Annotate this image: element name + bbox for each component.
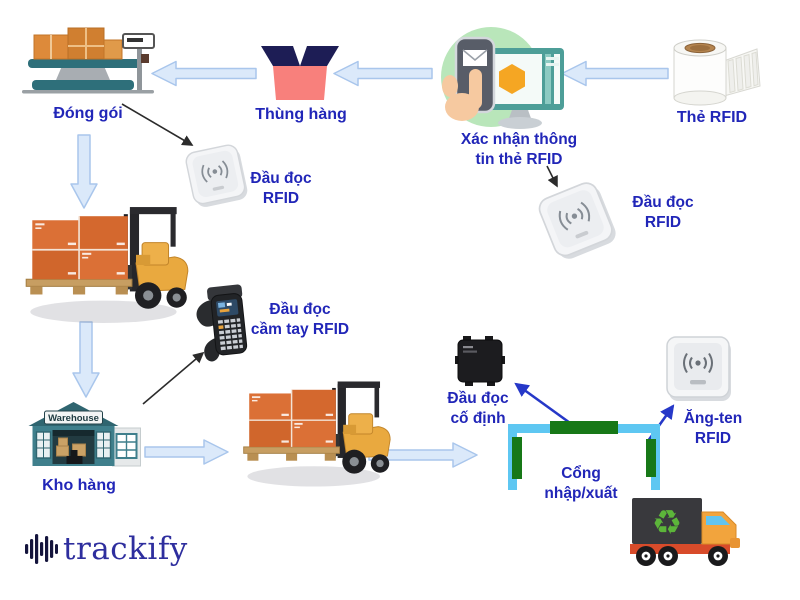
rfid-reader-icon-1 [182,141,252,214]
gate-icon [508,421,660,490]
rfid-reader-label-1: Đầu đọc RFID [250,170,312,208]
handheld-reader-icon [190,282,254,363]
gate-label: Cổng nhập/xuất [544,465,618,503]
arrow-warehouse-to-handheld [142,351,205,405]
packing-scale-icon [22,27,155,94]
rfid-tag-roll-icon [673,39,761,106]
arrow-scale-to-reader [121,103,194,146]
truck-icon: ♻ [630,498,740,566]
packing-label: Đóng gói [53,105,123,122]
warehouse-label: Kho hàng [42,477,116,494]
arrow-gate-to-fixed-reader [514,382,578,430]
carton-box-label: Thùng hàng [255,106,347,123]
arrow-confirm-to-reader [546,165,558,188]
handheld-reader-label: Đầu đọc cầm tay RFID [250,301,350,339]
rfid-antenna-icon [666,336,731,401]
trackify-logo-text: trackify [63,530,188,567]
rfid-reader-label-2: Đầu đọc RFID [632,194,694,232]
confirm-rfid-info-icon [441,27,564,129]
flow-arrow-box-to-packing [151,60,257,87]
fixed-reader-icon [455,336,505,386]
trackify-logo: trackify [24,531,188,567]
fixed-reader-label: Đầu đọc cố định [447,390,509,428]
flow-arrow-forklift-down [72,321,100,398]
forklift-icon-2 [243,381,391,487]
flow-arrow-warehouse-to-forklift [144,439,229,465]
warehouse-sign-text: Warehouse [48,413,99,424]
flow-arrow-roll-to-confirm [561,60,669,87]
carton-box-icon [261,46,339,100]
confirm-rfid-info-label: Xác nhận thông tin thẻ RFID [460,131,578,169]
warehouse-icon: Warehouse [28,402,141,467]
rfid-antenna-label: Ăng-ten RFID [683,410,743,448]
flow-arrow-packing-down [70,134,98,209]
rfid-reader-icon-2 [532,176,624,269]
recycle-icon: ♻ [652,504,682,542]
trackify-logo-icon [25,534,58,564]
forklift-icon-1 [25,207,189,323]
flow-arrow-confirm-to-box [333,60,433,87]
rfid-tag-label: Thẻ RFID [676,109,748,126]
